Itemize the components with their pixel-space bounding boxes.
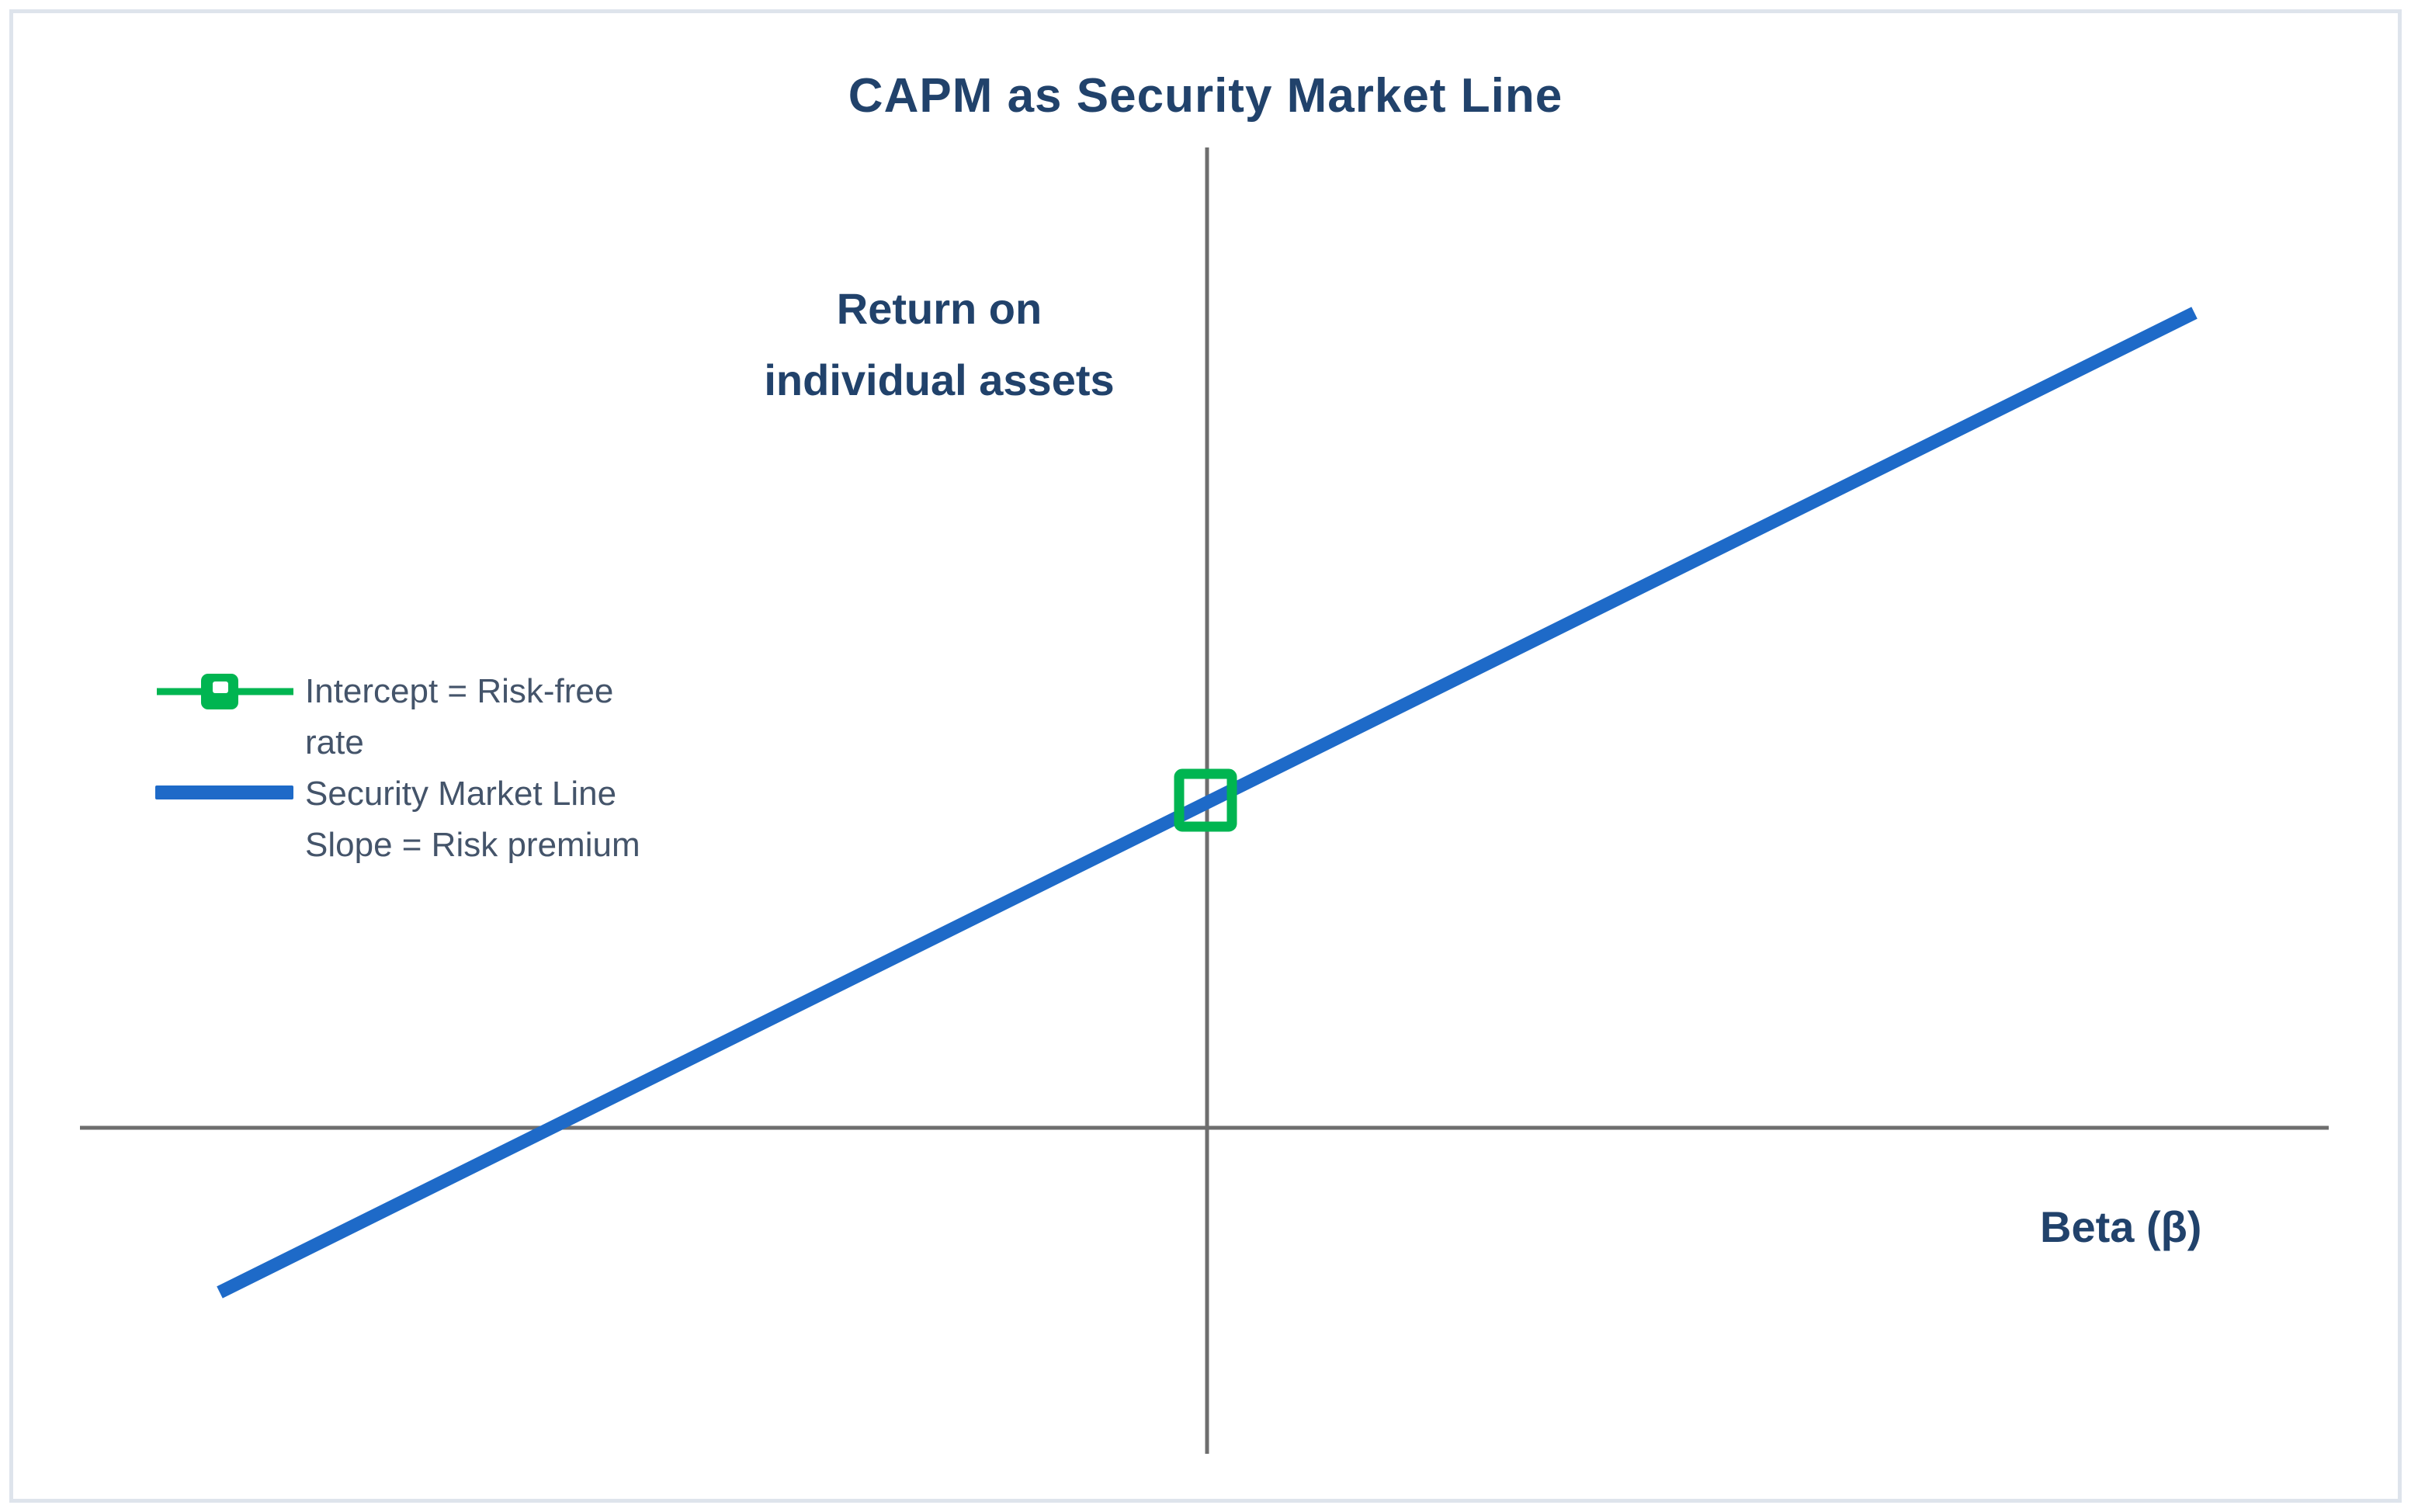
legend-label-sml: Security Market Line: [305, 775, 617, 813]
x-axis-label: Beta (β): [2040, 1202, 2202, 1251]
legend-label-intercept: Intercept = Risk-free rate: [305, 672, 614, 761]
legend: Intercept = Risk-free rate Security Mark…: [151, 666, 678, 871]
intercept-marker: [1174, 768, 1237, 832]
chart-title: CAPM as Security Market Line: [848, 69, 1563, 123]
sml-legend-swatch-icon: [155, 785, 293, 799]
legend-item-sml: Security Market Line Slope = Risk premiu…: [151, 768, 678, 871]
legend-item-intercept: Intercept = Risk-free rate: [151, 666, 678, 768]
y-axis-label: Return on individual assets: [764, 284, 1115, 404]
legend-sublabel-sml-slope: Slope = Risk premium: [305, 826, 640, 864]
security-market-line: [217, 307, 2198, 1299]
intercept-legend-marker-icon: [157, 674, 293, 709]
